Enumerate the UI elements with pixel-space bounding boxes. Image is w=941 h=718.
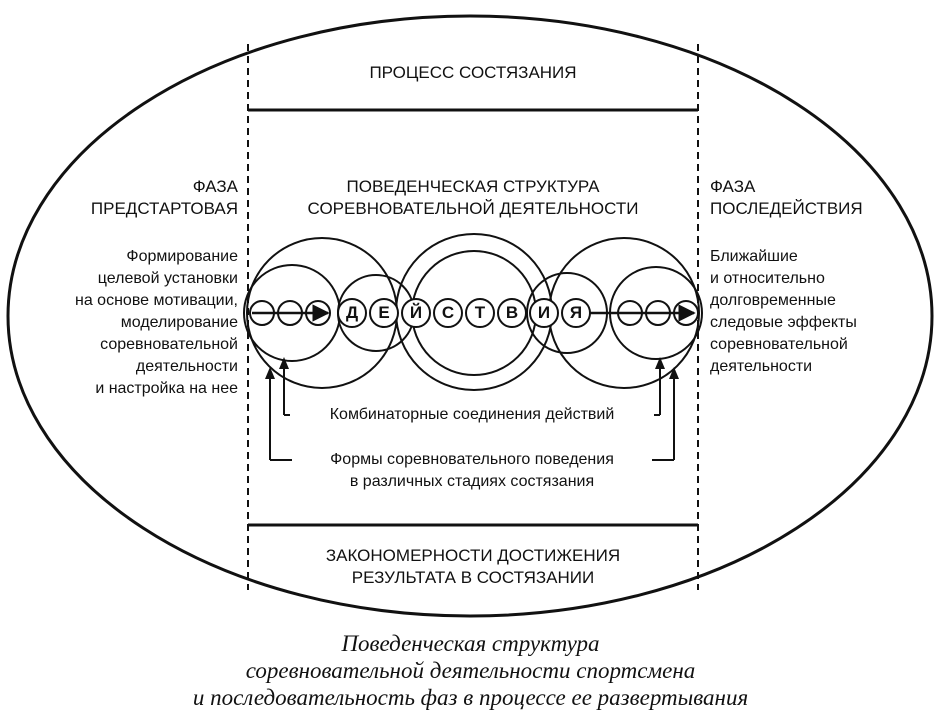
right-phase-text-1: Ближайшие [710, 248, 798, 265]
left-phase-text-3: на основе мотивации, [75, 292, 238, 309]
left-phase-title-line-1: ФАЗА [192, 177, 238, 196]
right-phase-text-2: и относительно [710, 270, 825, 287]
action-letter-circle: Т [465, 298, 495, 328]
footer-label-line-2: РЕЗУЛЬТАТА В СОСТЯЗАНИИ [351, 568, 595, 587]
left-phase-text-7: и настройка на нее [95, 380, 238, 397]
left-phase-text-6: деятельности [135, 358, 238, 375]
action-letter-circle: Д [337, 298, 367, 328]
center-title-line-2: СОРЕВНОВАТЕЛЬНОЙ ДЕЯТЕЛЬНОСТИ [307, 199, 639, 218]
right-phase-text-4: следовые эффекты [710, 314, 857, 331]
left-phase-text-1: Формирование [126, 248, 238, 265]
right-phase-text-3: долговременные [710, 292, 836, 309]
center-title-line-1: ПОВЕДЕНЧЕСКАЯ СТРУКТУРА [346, 177, 600, 196]
caption-line-1: Поведенческая структура [341, 631, 600, 656]
right-phase-title-line-2: ПОСЛЕДЕЙСТВИЯ [710, 199, 863, 218]
action-letter-circle: Й [401, 298, 431, 328]
action-letter-circle: И [529, 298, 559, 328]
action-letter-circle: В [497, 298, 527, 328]
connector-arrowheads [265, 357, 679, 379]
left-phase-text-2: целевой установки [97, 270, 238, 287]
right-phase-text-5: соревновательной [710, 336, 848, 353]
footer-label-line-1: ЗАКОНОМЕРНОСТИ ДОСТИЖЕНИЯ [325, 546, 621, 565]
combinatory-label: Комбинаторные соединения действий [329, 406, 615, 423]
forms-label-line-2: в различных стадиях состязания [349, 473, 595, 490]
header-label: ПРОЦЕСС СОСТЯЗАНИЯ [369, 63, 577, 82]
forms-label-line-1: Формы соревновательного поведения [330, 451, 614, 468]
left-phase-text-5: соревновательной [100, 336, 238, 353]
action-letter-circle: Е [369, 298, 399, 328]
action-letter-circle: С [433, 298, 463, 328]
outer-ellipse [6, 14, 934, 618]
label-connectors [269, 365, 675, 461]
left-phase-text-4: моделирование [120, 314, 238, 331]
left-phase-title-line-2: ПРЕДСТАРТОВАЯ [90, 199, 238, 218]
right-phase-text-6: деятельности [710, 358, 813, 375]
caption-line-3: и последовательность фаз в процессе ее р… [192, 685, 749, 710]
caption-line-2: соревновательной деятельности спортсмена [245, 658, 696, 683]
action-letter-circle: Я [561, 298, 591, 328]
right-phase-title-line-1: ФАЗА [710, 177, 756, 196]
